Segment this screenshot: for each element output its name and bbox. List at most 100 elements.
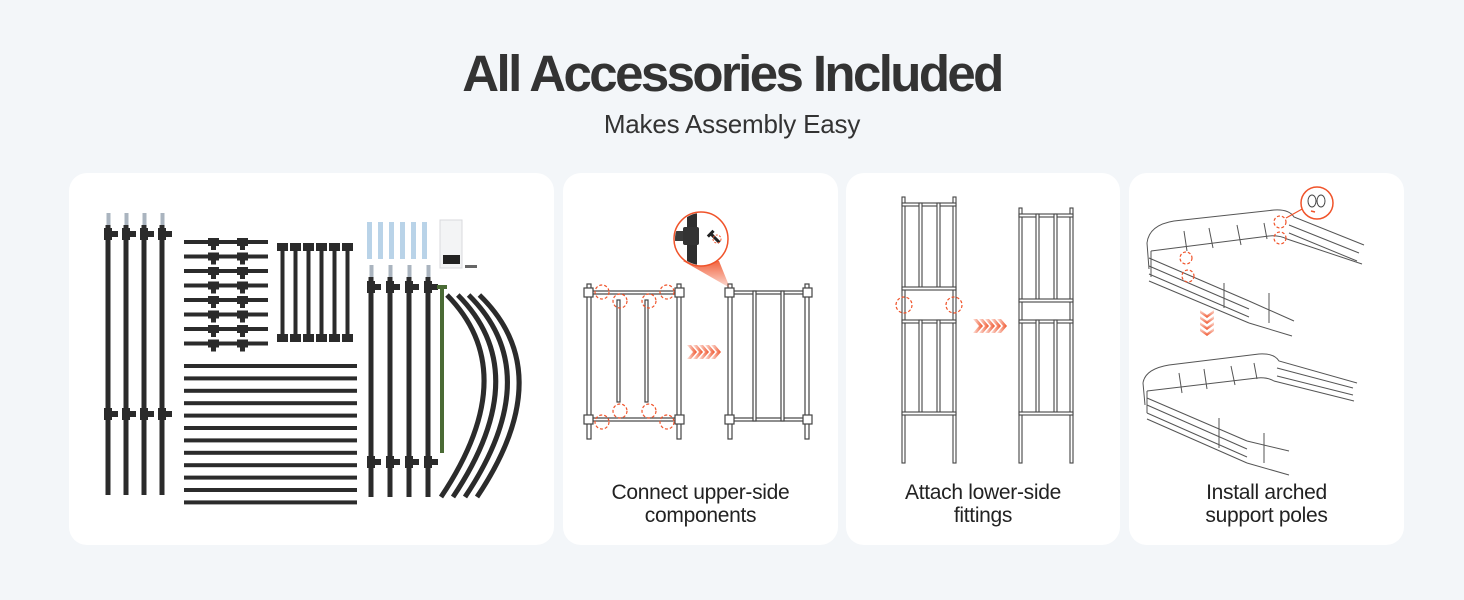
- medium-pole: [387, 277, 393, 497]
- tall-pole: [105, 225, 111, 495]
- sleeve-connector: [411, 222, 416, 259]
- end-cap: [316, 334, 327, 342]
- arched-pole: [450, 293, 499, 499]
- chevron-down-icon: [1200, 310, 1214, 336]
- tee-fitting: [386, 281, 394, 293]
- tall-pole: [141, 225, 147, 495]
- tee-fitting: [405, 281, 413, 293]
- short-post: [345, 248, 350, 338]
- caption-line: Install arched: [1206, 481, 1327, 504]
- caption-line: components: [644, 504, 757, 527]
- tee-fitting: [147, 231, 154, 237]
- tee-fitting: [393, 284, 400, 290]
- lower-side-fittings-diagram: [895, 196, 1074, 464]
- tee-fitting: [412, 284, 419, 290]
- frame-after: [724, 283, 813, 440]
- chevron-right-icon: [973, 319, 1007, 333]
- step-card-attach-lower: Attach lower-side fittings: [846, 173, 1120, 545]
- tee-fitting: [122, 408, 130, 420]
- tee-fitting: [393, 459, 400, 465]
- long-rail: [184, 438, 357, 443]
- pole-tip: [106, 213, 111, 227]
- pole-tip: [142, 213, 147, 227]
- end-cap: [329, 243, 340, 251]
- callout-cone: [683, 261, 730, 288]
- tee-fitting: [367, 281, 375, 293]
- pole-tip: [160, 213, 165, 227]
- frame-before: [583, 283, 685, 440]
- tee-fitting: [208, 339, 219, 348]
- end-cap: [342, 334, 353, 342]
- tee-fitting: [237, 281, 248, 290]
- end-cap: [316, 243, 327, 251]
- pole-tip: [407, 265, 412, 279]
- magnifier-callout: [673, 211, 729, 267]
- rail-with-tees: [184, 254, 268, 259]
- step-card-arched-poles: Install arched support poles: [1129, 173, 1404, 545]
- short-post: [293, 248, 298, 338]
- page-subtitle: Makes Assembly Easy: [603, 109, 861, 139]
- long-rail: [184, 475, 357, 480]
- tee-fitting: [240, 259, 245, 265]
- tee-fitting: [367, 456, 375, 468]
- rail-with-tees: [184, 283, 268, 288]
- arched-pole: [474, 293, 522, 499]
- long-rail: [184, 450, 357, 455]
- end-cap: [290, 334, 301, 342]
- tee-fitting: [237, 252, 248, 261]
- rail-with-tees: [184, 341, 268, 346]
- tall-pole: [123, 225, 129, 495]
- chevron-right-icon: [687, 345, 721, 359]
- medium-pole: [425, 277, 431, 497]
- upper-side-assembly-diagram: [583, 211, 813, 440]
- short-post: [332, 248, 337, 338]
- step-caption: Install arched support poles: [1129, 481, 1404, 527]
- tee-fitting: [374, 284, 381, 290]
- long-rail: [184, 463, 357, 468]
- tee-fitting: [237, 339, 248, 348]
- screws: [443, 255, 460, 264]
- accessories-kit-illustration: [104, 213, 522, 505]
- arched-support-poles-diagram: [1142, 186, 1365, 476]
- long-rail: [184, 488, 357, 492]
- short-post: [306, 248, 311, 338]
- caption-line: fittings: [953, 504, 1013, 527]
- medium-pole: [406, 277, 412, 497]
- tee-fitting: [208, 310, 219, 319]
- tee-fitting: [237, 267, 248, 275]
- tee-fitting: [240, 303, 245, 308]
- short-post: [280, 248, 285, 338]
- long-rail: [184, 401, 357, 406]
- long-rail: [184, 426, 357, 430]
- rail-with-tees: [184, 327, 268, 331]
- pole-tip: [388, 265, 393, 279]
- step-card-connect-upper: Connect upper-side components: [563, 173, 838, 545]
- caption-line: support poles: [1205, 504, 1328, 527]
- step-caption: Attach lower-side fittings: [846, 481, 1120, 527]
- tee-fitting: [104, 408, 112, 420]
- tee-fitting: [140, 228, 148, 240]
- arched-pole: [438, 293, 487, 499]
- long-rail: [184, 388, 357, 393]
- tee-fitting: [208, 238, 219, 246]
- tee-fitting: [211, 259, 216, 265]
- tee-fitting: [211, 274, 216, 279]
- tee-fitting: [211, 317, 216, 323]
- tee-fitting: [237, 296, 248, 304]
- end-cap: [329, 334, 340, 342]
- tee-fitting: [211, 303, 216, 308]
- tee-fitting: [129, 411, 136, 417]
- end-cap: [290, 243, 301, 251]
- tee-fitting: [140, 408, 148, 420]
- tee-fitting: [240, 346, 245, 352]
- tee-fitting: [405, 456, 413, 468]
- medium-pole: [368, 277, 374, 497]
- tee-fitting: [211, 245, 216, 250]
- pole-tip: [124, 213, 129, 227]
- magnifier-callout: [1300, 186, 1334, 220]
- tee-fitting: [104, 228, 112, 240]
- rail-with-tees: [184, 269, 268, 273]
- long-rail: [184, 364, 357, 368]
- tee-fitting: [208, 281, 219, 290]
- end-cap: [277, 243, 288, 251]
